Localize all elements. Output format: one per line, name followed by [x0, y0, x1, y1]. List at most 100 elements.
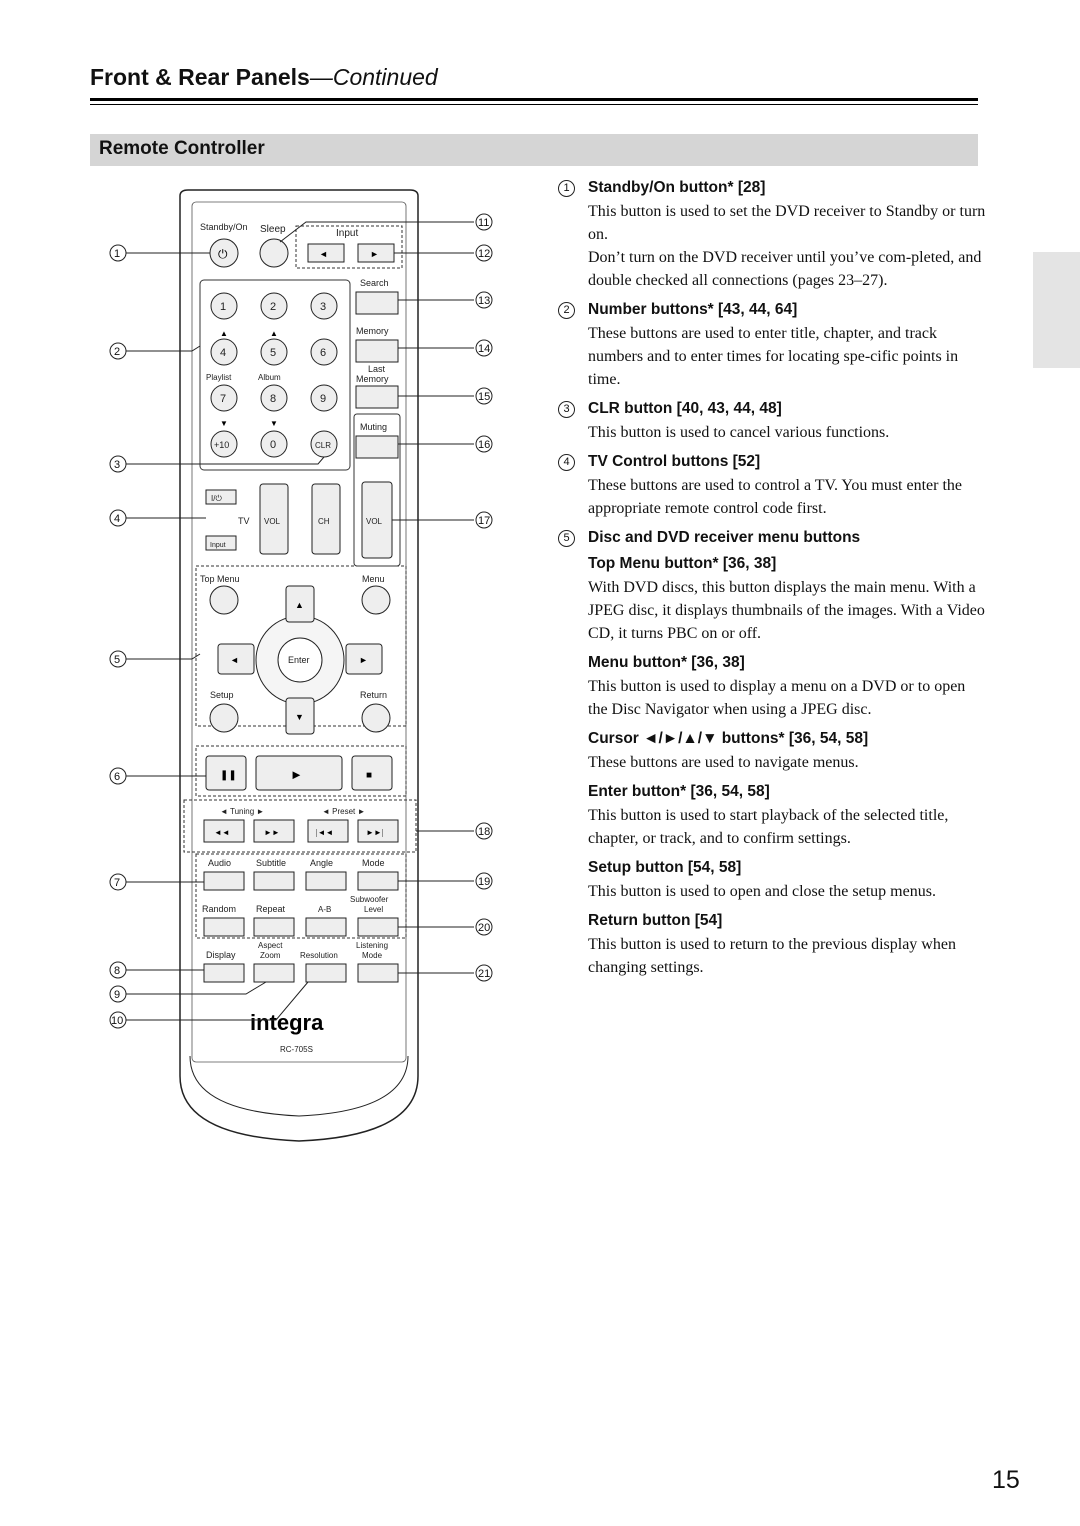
aspect-zoom-button[interactable] [253, 963, 295, 983]
page-number: 15 [992, 1466, 1020, 1494]
callout-14-num: 14 [478, 343, 490, 355]
top-menu-button[interactable] [209, 585, 239, 615]
menu-button[interactable] [361, 585, 391, 615]
resolution-label: Resolution [300, 951, 338, 960]
return-button[interactable] [361, 703, 391, 733]
item-heading-text: TV Control buttons [52] [588, 453, 761, 470]
tuning-up-button[interactable] [253, 819, 295, 843]
input-left-button[interactable] [307, 243, 345, 263]
muting-button[interactable] [355, 435, 399, 459]
angle-label: Angle [310, 858, 333, 868]
setup-button[interactable] [209, 703, 239, 733]
last-memory-button[interactable] [355, 385, 399, 409]
item-clr: 3 CLR button [40, 43, 44, 48] This butto… [558, 397, 988, 444]
callout-15-num: 15 [478, 391, 490, 403]
number-pad-outline [199, 279, 351, 471]
sub-heading: Cursor ◄/►/▲/▼ buttons* [36, 54, 58] [588, 730, 869, 747]
callout-2 [109, 342, 127, 360]
cursor-up-button[interactable] [285, 585, 315, 623]
digit-1-button[interactable] [210, 292, 238, 320]
callout-17 [475, 511, 493, 529]
remote-controller-illustration: Standby/On ⏻ Sleep Input ◄ ► 1 2 3 ▲ ▲ 4… [109, 189, 493, 1142]
display-button[interactable] [203, 963, 245, 983]
digit-7-button[interactable] [210, 384, 238, 412]
ch-label: CH [318, 517, 330, 526]
level-label: Level [364, 905, 383, 914]
digit-6-button[interactable] [310, 338, 338, 366]
item-heading: 3 CLR button [40, 43, 44, 48] [558, 397, 988, 421]
sub-paragraph: This button is used to display a menu on… [588, 678, 966, 718]
memory-button[interactable] [355, 339, 399, 363]
listening-mode-label: Mode [362, 951, 383, 960]
tv-power-button[interactable] [205, 489, 237, 505]
cursor-down-button[interactable] [285, 697, 315, 735]
sub-paragraph: With DVD discs, this button displays the… [588, 579, 985, 642]
input-group-outline [295, 225, 403, 269]
digit-3-button[interactable] [310, 292, 338, 320]
play-button[interactable] [255, 755, 343, 791]
callout-12 [475, 244, 493, 262]
item-standby: 1 Standby/On button* [28] This button is… [558, 176, 988, 292]
sub-heading: Menu button* [36, 38] [588, 654, 745, 671]
callout-10 [109, 1011, 127, 1029]
random-button[interactable] [203, 917, 245, 937]
pause-button[interactable] [205, 755, 247, 791]
album-label: Album [258, 373, 281, 382]
callout-5-num: 5 [114, 654, 120, 666]
callout-13-num: 13 [478, 295, 490, 307]
search-button[interactable] [355, 291, 399, 315]
callout-20 [475, 918, 493, 936]
item-heading-text: Standby/On button* [28] [588, 179, 766, 196]
callout-4-num: 4 [114, 513, 120, 525]
angle-button[interactable] [305, 871, 347, 891]
subwoofer-level-button[interactable] [357, 917, 399, 937]
repeat-button[interactable] [253, 917, 295, 937]
cursor-right-button[interactable] [345, 643, 383, 675]
tuning-down-button[interactable] [203, 819, 245, 843]
muting-label: Muting [360, 422, 387, 432]
preset-up-button[interactable] [357, 819, 399, 843]
callout-2-num: 2 [114, 346, 120, 358]
mode-button[interactable] [357, 871, 399, 891]
tv-vol-label: VOL [264, 517, 281, 526]
last-memory-label: Memory [356, 374, 389, 384]
tv-input-label: Input [210, 542, 226, 549]
digit-8-label: 8 [270, 393, 276, 405]
callout-9 [109, 985, 127, 1003]
enter-label: Enter [288, 655, 310, 665]
playlist-label: Playlist [206, 373, 232, 382]
sub-paragraph: This button is used to open and close th… [588, 883, 936, 900]
clr-label: CLR [315, 441, 331, 450]
digit-8-button[interactable] [260, 384, 288, 412]
resolution-button[interactable] [305, 963, 347, 983]
cursor-left-button[interactable] [217, 643, 255, 675]
listening-mode-button[interactable] [357, 963, 399, 983]
up-arrow-icon: ▲ [270, 329, 278, 338]
up-arrow-icon: ▲ [295, 600, 304, 610]
audio-label: Audio [208, 858, 231, 868]
ab-button[interactable] [305, 917, 347, 937]
enter-button[interactable] [277, 637, 323, 683]
digit-4-button[interactable] [210, 338, 238, 366]
tv-input-button[interactable] [205, 535, 237, 551]
plus10-button[interactable] [210, 430, 238, 458]
digit-5-button[interactable] [260, 338, 288, 366]
sleep-button[interactable] [259, 238, 289, 268]
callout-8-num: 8 [114, 965, 120, 977]
audio-button[interactable] [203, 871, 245, 891]
up-arrow-icon: ▲ [220, 329, 228, 338]
input-label: Input [336, 228, 358, 239]
digit-2-button[interactable] [260, 292, 288, 320]
tv-ch-rocker[interactable] [311, 483, 341, 555]
callout-8 [109, 961, 127, 979]
subtitle-button[interactable] [253, 871, 295, 891]
digit-0-label: 0 [270, 439, 276, 451]
preset-down-button[interactable] [307, 819, 349, 843]
section-title: Remote Controller [99, 138, 265, 159]
item-paragraph: Don’t turn on the DVD receiver until you… [588, 249, 982, 289]
tv-vol-rocker[interactable] [259, 483, 289, 555]
digit-0-button[interactable] [260, 430, 288, 458]
digit-9-button[interactable] [310, 384, 338, 412]
stop-button[interactable] [351, 755, 393, 791]
callout-3-num: 3 [114, 459, 120, 471]
